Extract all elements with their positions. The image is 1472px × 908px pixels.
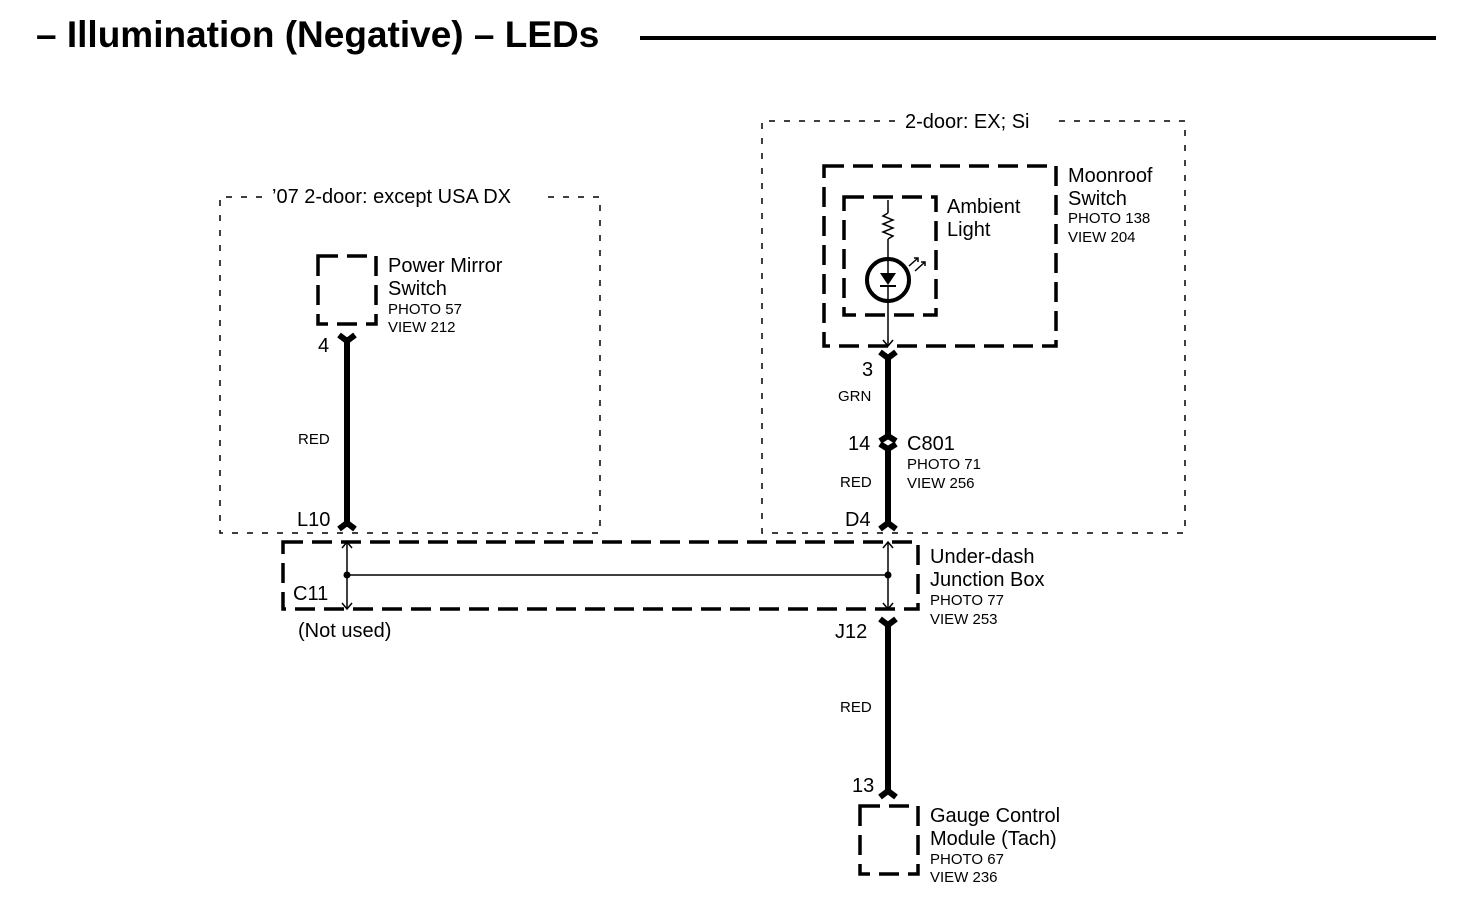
region-right: 2-door: EX; Si [761,111,1186,534]
junction-box-not-used: (Not used) [298,620,391,642]
ambient-light-name-2: Light [947,219,991,241]
c801-view: VIEW 256 [907,475,975,492]
c801-name: C801 [907,433,955,455]
gauge-module-view: VIEW 236 [930,869,998,886]
moonroof-switch-name: Moonroof [1068,165,1153,187]
junction-box-photo: PHOTO 77 [930,592,1004,609]
power-mirror-switch-photo: PHOTO 57 [388,301,462,318]
moonroof-wire: 3 GRN 14 C801 PHOTO 71 VIEW 256 RED [838,349,981,532]
resistor-icon [880,212,896,240]
gauge-module-photo: PHOTO 67 [930,851,1004,868]
junction-box: L10 D4 C11 (Not used) J12 Under-dash Jun… [281,509,1045,643]
page-title: – Illumination (Negative) – LEDs [36,14,599,55]
gauge-module-name: Gauge Control [930,805,1060,827]
junction-box-name-2: Junction Box [930,569,1045,591]
mirror-wire: RED [298,332,357,532]
c801-pin: 14 [848,433,870,455]
power-mirror-switch-name: Power Mirror [388,255,503,277]
junction-box-pin-bottom: J12 [835,621,867,643]
region-right-label: 2-door: EX; Si [905,111,1030,133]
power-mirror-switch-pin: 4 [318,335,329,357]
moonroof-switch-view: VIEW 204 [1068,229,1136,246]
power-mirror-switch: Power Mirror Switch PHOTO 57 VIEW 212 4 [316,254,503,357]
power-mirror-switch-view: VIEW 212 [388,319,456,336]
gauge-wire: RED 13 [840,616,898,800]
junction-box-view: VIEW 253 [930,611,998,628]
junction-box-pin-left: L10 [297,509,330,531]
moonroof-switch: Moonroof Switch PHOTO 138 VIEW 204 [822,164,1153,348]
moonroof-switch-name-2: Switch [1068,188,1127,210]
junction-box-name: Under-dash [930,546,1035,568]
power-mirror-switch-name-2: Switch [388,278,447,300]
gauge-module-pin: 13 [852,775,874,797]
moonroof-switch-pin: 3 [862,359,873,381]
moonroof-switch-photo: PHOTO 138 [1068,210,1150,227]
junction-box-pin-right: D4 [845,509,871,531]
gauge-control-module: Gauge Control Module (Tach) PHOTO 67 VIE… [858,804,1060,886]
c801-photo: PHOTO 71 [907,456,981,473]
light-rays-icon [908,257,926,272]
moonroof-wire-upper-color: GRN [838,388,871,405]
mirror-wire-color: RED [298,431,330,448]
ambient-light: Ambient Light [842,195,1021,348]
region-left-label: ’07 2-door: except USA DX [272,186,511,208]
moonroof-wire-lower-color: RED [840,474,872,491]
junction-box-connector: C11 [293,583,328,605]
c801-connector-icon [878,432,898,444]
gauge-wire-color: RED [840,699,872,716]
region-left: ’07 2-door: except USA DX [219,186,601,534]
ambient-light-name: Ambient [947,196,1021,218]
gauge-module-name-2: Module (Tach) [930,828,1057,850]
